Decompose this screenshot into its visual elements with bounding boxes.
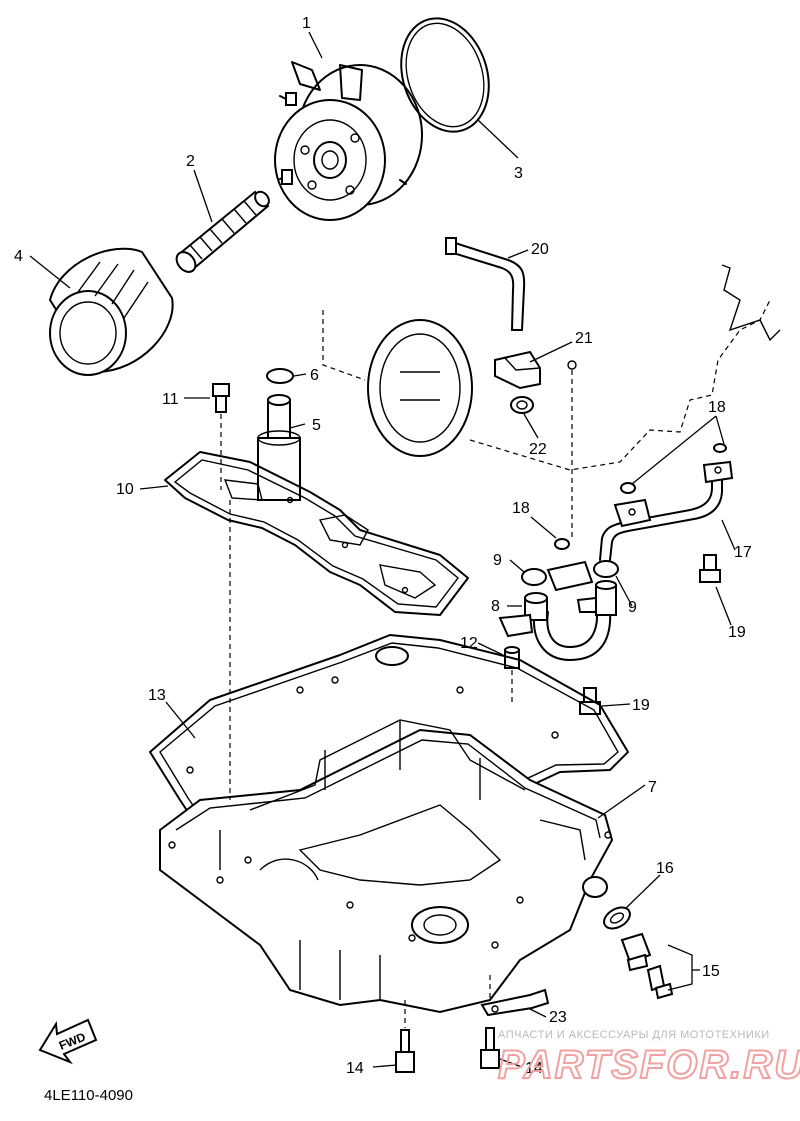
leader-lines bbox=[29, 31, 736, 1068]
union-bolt-part[interactable] bbox=[173, 189, 272, 276]
callout-22: 22 bbox=[529, 441, 547, 458]
grommet-part[interactable] bbox=[494, 350, 541, 390]
callout-8: 8 bbox=[491, 598, 500, 615]
callout-18-left: 18 bbox=[512, 500, 530, 517]
diagram-code: 4LE110-4090 bbox=[44, 1087, 133, 1104]
callout-20: 20 bbox=[531, 241, 549, 258]
callout-7: 7 bbox=[648, 779, 657, 796]
o-ring-part[interactable] bbox=[387, 7, 503, 143]
callout-14-right: 14 bbox=[525, 1060, 543, 1077]
callout-11: 11 bbox=[162, 391, 179, 408]
watermark-caption: АПЧАСТИ И АКСЕССУАРЫ ДЛЯ МОТОТЕХНИКИ bbox=[498, 1029, 770, 1041]
small-o-ring-part[interactable] bbox=[266, 368, 294, 384]
callout-4: 4 bbox=[14, 248, 23, 265]
callout-23: 23 bbox=[549, 1009, 567, 1026]
callout-9-left: 9 bbox=[493, 552, 502, 569]
pipe-fitting-part[interactable] bbox=[257, 394, 301, 501]
oil-pipe-17-part[interactable] bbox=[599, 460, 734, 561]
callout-3: 3 bbox=[514, 165, 523, 182]
callout-5: 5 bbox=[312, 417, 321, 434]
callout-19-right: 19 bbox=[728, 624, 746, 641]
callout-2: 2 bbox=[186, 153, 195, 170]
callout-18-right: 18 bbox=[708, 399, 726, 416]
watermark: АПЧАСТИ И АКСЕССУАРЫ ДЛЯ МОТОТЕХНИКИ PAR… bbox=[497, 1029, 800, 1088]
callout-16: 16 bbox=[656, 860, 674, 877]
callout-1: 1 bbox=[302, 15, 311, 32]
breather-pipe-part[interactable] bbox=[445, 237, 526, 331]
clip-part[interactable] bbox=[510, 396, 534, 414]
bolt-14-parts[interactable] bbox=[395, 1000, 500, 1073]
o-ring-18-parts[interactable] bbox=[554, 443, 727, 550]
callout-6: 6 bbox=[310, 367, 319, 384]
oil-pipe-8-part[interactable] bbox=[498, 560, 617, 661]
washer-part[interactable] bbox=[600, 903, 633, 933]
callout-17: 17 bbox=[734, 544, 752, 561]
oil-cooler-part[interactable] bbox=[274, 61, 423, 221]
callout-13: 13 bbox=[148, 687, 166, 704]
callout-14-left: 14 bbox=[346, 1060, 364, 1077]
bolt-19-parts[interactable] bbox=[579, 554, 721, 715]
bracket-part[interactable] bbox=[480, 975, 550, 1017]
engine-reference-outline bbox=[322, 264, 781, 540]
oil-filter-part[interactable] bbox=[48, 247, 174, 376]
gasket-part[interactable] bbox=[164, 451, 469, 616]
watermark-brand: PARTSFOR.RU bbox=[498, 1043, 800, 1087]
callout-19-mid: 19 bbox=[632, 697, 650, 714]
callout-labels: 1 2 3 4 5 6 7 8 9 9 10 11 12 13 14 14 15… bbox=[14, 15, 752, 1077]
callout-12: 12 bbox=[460, 635, 478, 652]
bolt-11-part[interactable] bbox=[212, 383, 230, 490]
drain-bolt-part[interactable] bbox=[620, 932, 674, 1000]
callout-9-right: 9 bbox=[628, 599, 637, 616]
forward-arrow-icon: FWD bbox=[38, 1018, 98, 1065]
callout-15: 15 bbox=[702, 963, 720, 980]
o-ring-9-parts[interactable] bbox=[521, 560, 619, 586]
callout-10: 10 bbox=[116, 481, 134, 498]
callout-21: 21 bbox=[575, 330, 593, 347]
oil-pan-part[interactable] bbox=[159, 500, 614, 1014]
dowel-pin-part[interactable] bbox=[504, 646, 520, 702]
